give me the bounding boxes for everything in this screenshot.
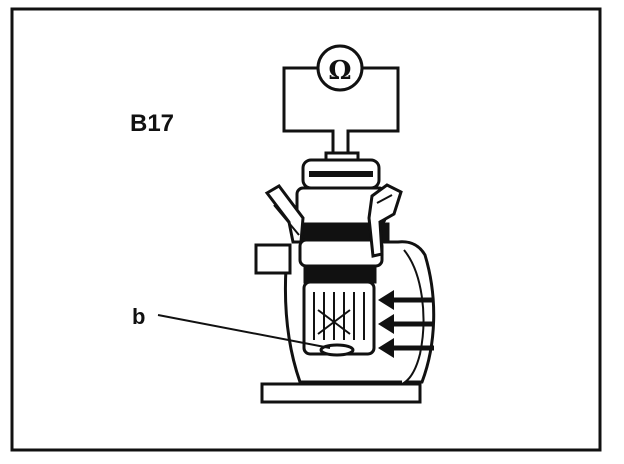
retaining-clip-right bbox=[367, 183, 403, 258]
temperature-sensor-icon bbox=[292, 151, 390, 284]
figure-frame bbox=[10, 7, 602, 452]
ohmmeter-icon: Ω bbox=[316, 44, 364, 92]
meter-leads bbox=[282, 66, 400, 158]
component-label: B17 bbox=[130, 110, 174, 137]
retaining-clip-left bbox=[264, 184, 305, 244]
meter-symbol: Ω bbox=[328, 56, 351, 86]
sensor-probe bbox=[302, 280, 376, 357]
flow-arrow-icon bbox=[378, 290, 434, 358]
callout-label-b: b bbox=[132, 304, 145, 329]
callout-leader-b bbox=[157, 314, 331, 349]
